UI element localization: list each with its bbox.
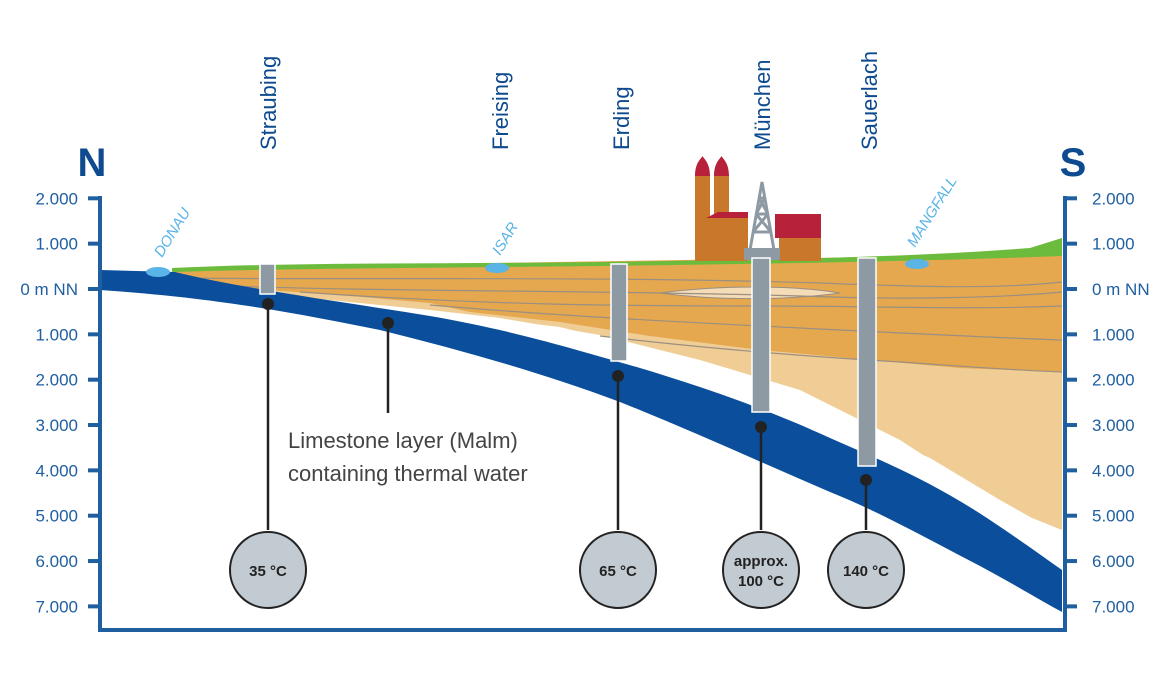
right-axis-label: 3.000 [1092, 416, 1135, 435]
river-label-isar: ISAR [489, 219, 522, 258]
callout-line-1: Limestone layer (Malm) [288, 428, 518, 453]
town-label-sauerlach: Sauerlach [857, 51, 882, 150]
right-axis-label: 1.000 [1092, 325, 1135, 344]
callout-line-2: containing thermal water [288, 461, 528, 486]
borehole-sauerlach [857, 257, 877, 467]
right-axis-label: 6.000 [1092, 552, 1135, 571]
right-axis-label: 7.000 [1092, 597, 1135, 616]
left-axis-label: 2.000 [35, 189, 78, 208]
drilling-rig-icon [744, 181, 780, 260]
river-mangfall-water [905, 259, 929, 269]
temperature-badge: 140 °C [827, 531, 905, 609]
town-label-straubing: Straubing [256, 56, 281, 150]
temperature-badge: 35 °C [229, 531, 307, 609]
town-label-freising: Freising [488, 72, 513, 150]
left-axis-label: 7.000 [35, 597, 78, 616]
town-label-erding: Erding [609, 86, 634, 150]
church-towers [695, 156, 821, 261]
right-axis-label: 5.000 [1092, 507, 1135, 526]
right-axis-label: 1.000 [1092, 235, 1135, 254]
river-label-mangfall: MANGFALL [904, 173, 961, 250]
left-axis-label: 2.000 [35, 371, 78, 390]
left-axis-label: 6.000 [35, 552, 78, 571]
right-axis-label: 4.000 [1092, 461, 1135, 480]
river-donau-water [146, 267, 170, 277]
left-axis-label: 1.000 [35, 325, 78, 344]
left-axis-label: 3.000 [35, 416, 78, 435]
temperature-badge: 65 °C [579, 531, 657, 609]
right-axis-label: 2.000 [1092, 189, 1135, 208]
right-axis-ticks [1065, 196, 1077, 609]
boreholes [259, 257, 877, 467]
temperature-sauerlach: 140 °C [843, 563, 889, 580]
south-label: S [1060, 141, 1087, 185]
river-isar-water [485, 263, 509, 273]
river-label-donau: DONAU [151, 205, 194, 260]
target-dots [262, 298, 872, 486]
temperature-badge: approx. 100 °C [722, 531, 800, 609]
left-axis-labels: 2.000 1.000 0 m NN 1.000 2.000 3.000 4.000 5.00… [20, 189, 78, 616]
temperature-erding: 65 °C [599, 563, 637, 580]
leader-lines [266, 304, 868, 530]
borehole-erding [610, 263, 628, 362]
left-axis-label: 0 m NN [20, 280, 78, 299]
right-axis-labels: 2.000 1.000 0 m NN 1.000 2.000 3.000 4.000 5.00… [1092, 189, 1150, 616]
left-axis-label: 5.000 [35, 507, 78, 526]
ground-surface [172, 238, 1062, 272]
right-axis-label: 2.000 [1092, 371, 1135, 390]
temperature-muenchen-line2: 100 °C [738, 573, 784, 590]
borehole-straubing [259, 263, 276, 295]
left-axis-label: 4.000 [35, 461, 78, 480]
temperature-straubing: 35 °C [249, 563, 287, 580]
borehole-muenchen [751, 257, 771, 413]
left-axis-label: 1.000 [35, 235, 78, 254]
north-label: N [78, 141, 107, 185]
right-axis-label: 0 m NN [1092, 280, 1150, 299]
axis-frame [98, 196, 1067, 632]
town-label-muenchen: München [750, 59, 775, 150]
temperature-muenchen-line1: approx. [734, 553, 788, 570]
left-axis-ticks [88, 196, 100, 609]
